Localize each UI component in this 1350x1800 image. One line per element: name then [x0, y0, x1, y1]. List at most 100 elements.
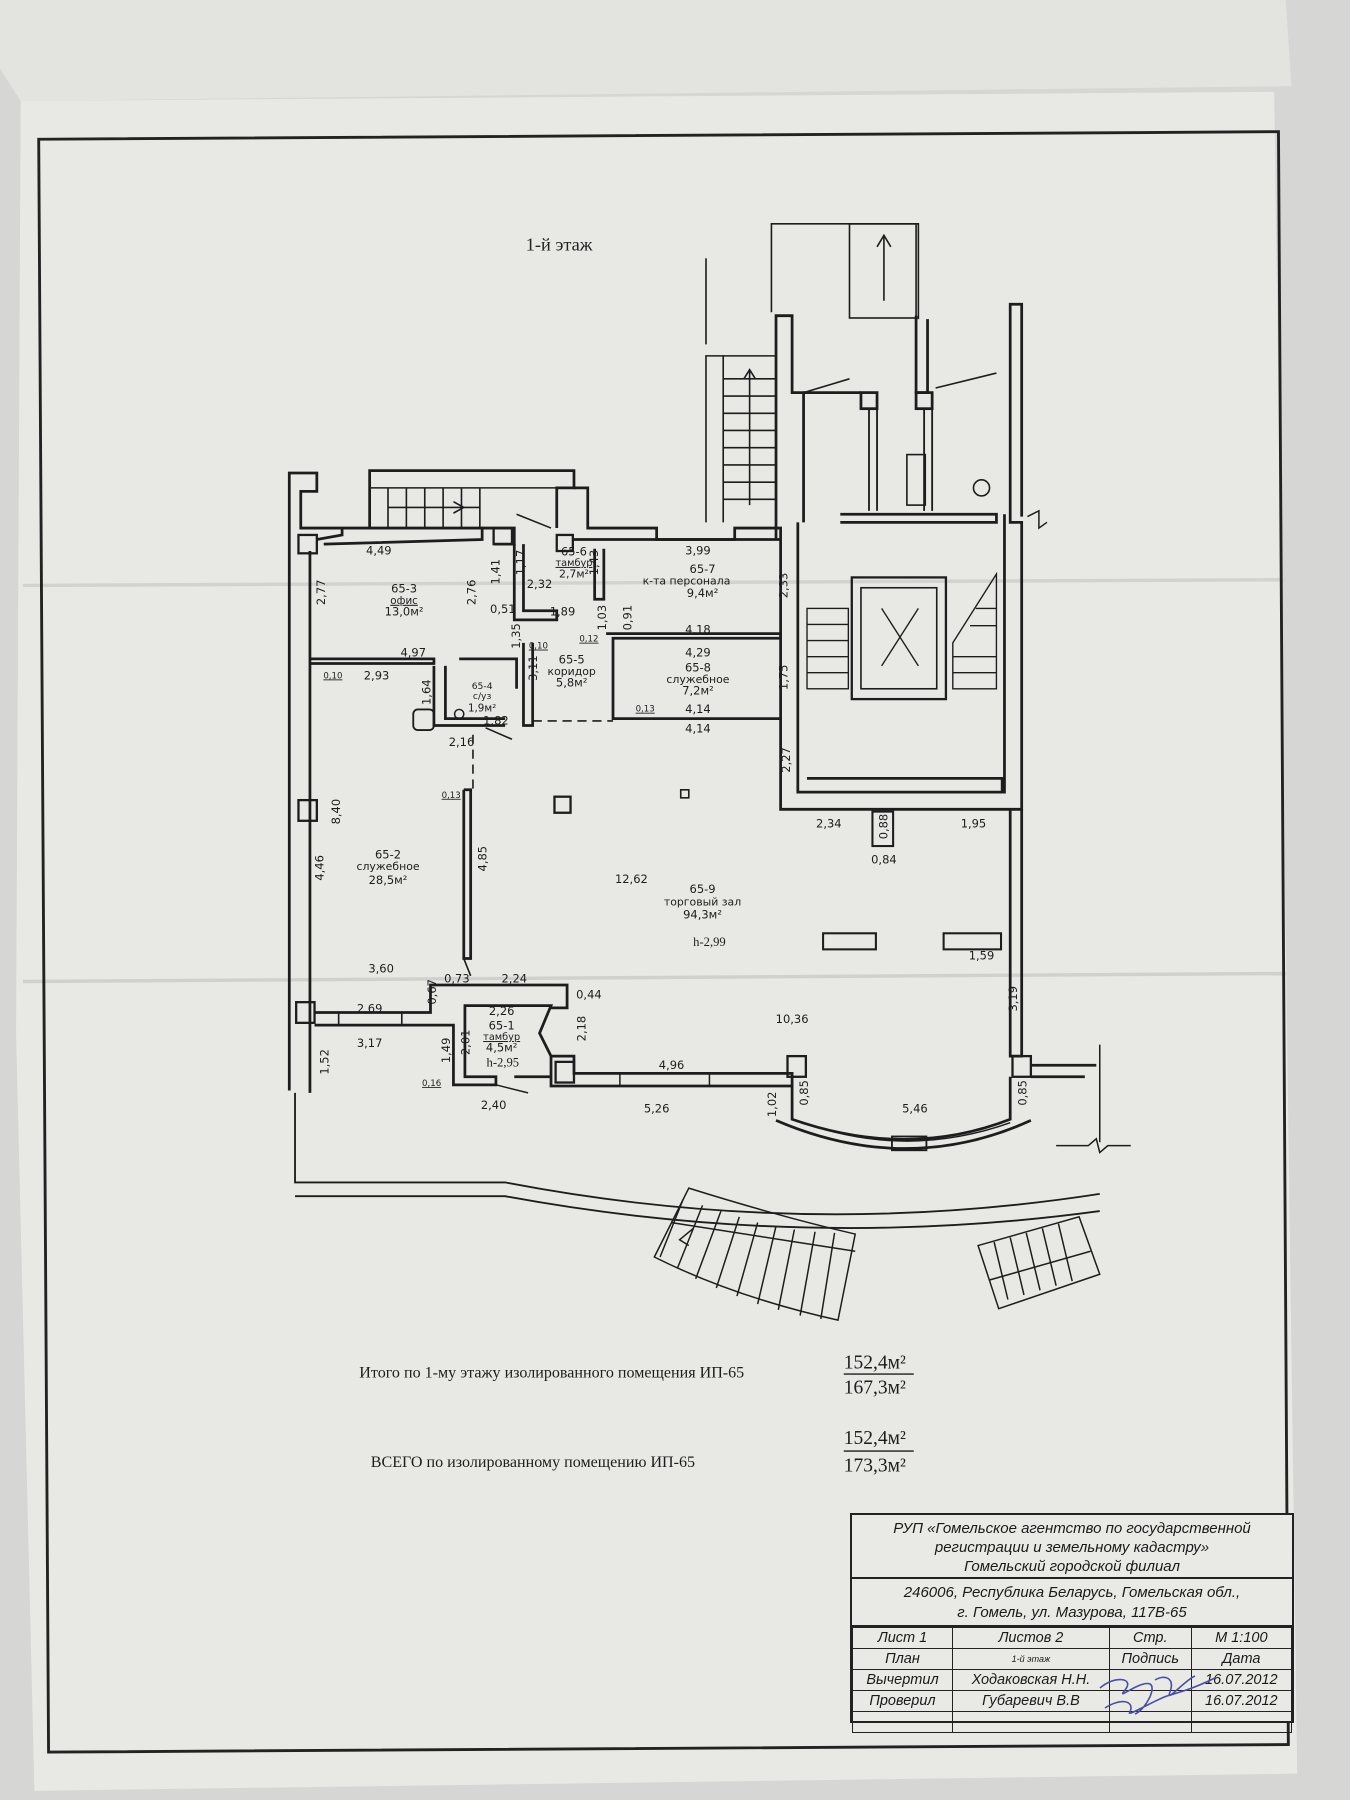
- sheets-total: Листов 2: [951, 1627, 1110, 1649]
- dimension-label: 0,10: [529, 642, 548, 652]
- total-numerator: 152,4м²: [844, 1352, 906, 1373]
- fold-line: [22, 577, 1286, 588]
- dimension-label: 0,10: [323, 671, 342, 681]
- dimension-label: 0,85: [797, 1080, 811, 1106]
- total-label: ВСЕГО по изолированному помещению ИП-65: [371, 1454, 695, 1471]
- org-line: регистрации и земельному кадастру»: [934, 1539, 1210, 1556]
- dimension-label: 12,62: [615, 872, 648, 886]
- dimension-label: 2,32: [527, 577, 553, 591]
- dimension-label: 3,60: [368, 961, 394, 975]
- room-height: h-2,99: [693, 935, 726, 949]
- dimension-label: 2,27: [779, 747, 793, 773]
- room-area: 13,0м²: [385, 604, 424, 618]
- dimension-label: 4,46: [313, 855, 327, 881]
- room-65-4: 65-4с/уз1,9м²: [468, 681, 496, 715]
- dimension-label: 4,14: [685, 721, 711, 735]
- sheet-number: Лист 1: [852, 1627, 953, 1649]
- walls: [287, 223, 1131, 1322]
- dimension-label: 1,82: [483, 713, 509, 727]
- dimension-label: 0,84: [871, 852, 897, 866]
- room-name: к-та персонала: [643, 574, 731, 587]
- address: 246006, Республика Беларусь, Гомельская …: [852, 1579, 1292, 1627]
- dimension-label: 1,89: [550, 604, 576, 618]
- doc-type: План: [852, 1648, 953, 1670]
- room-id: 65-2: [375, 848, 401, 862]
- total-denominator: 173,3м²: [844, 1456, 906, 1477]
- room-id: 65-5: [559, 653, 585, 667]
- dimension-label: 5,26: [644, 1101, 670, 1115]
- room-id: 65-8: [685, 661, 711, 675]
- dimension-label: 4,14: [685, 702, 711, 716]
- drawn-by: Ходаковская Н.Н.: [951, 1669, 1110, 1691]
- total-label: Итого по 1-му этажу изолированного помещ…: [359, 1365, 744, 1382]
- dimension-label: 2,93: [364, 669, 390, 683]
- room-area: 9,4м²: [687, 586, 719, 600]
- dimension-label: 1,95: [961, 817, 987, 831]
- room-name: служебное: [356, 860, 419, 873]
- room-area: 7,2м²: [682, 684, 714, 698]
- dimension-label: 1,43: [587, 550, 601, 576]
- dimension-label: 4,18: [685, 623, 711, 637]
- dimension-label: 3,99: [685, 543, 711, 557]
- signature-scribble: [1099, 1675, 1216, 1715]
- room-id: 65-4: [472, 681, 493, 692]
- dimension-label: 0,91: [620, 605, 634, 631]
- dimension-label: 1,52: [317, 1049, 331, 1075]
- signature-header: Подпись: [1108, 1648, 1192, 1670]
- date-header: Дата: [1190, 1648, 1293, 1670]
- dimension-label: 1,17: [514, 550, 528, 576]
- title-block-table: Лист 1 Листов 2 Стр. М 1:100 План 1-й эт…: [852, 1627, 1293, 1733]
- room-area: 2,7м²: [559, 567, 589, 580]
- dimension-label: 8,40: [329, 799, 343, 825]
- dimension-label: 1,75: [777, 665, 791, 691]
- room-area: 28,5м²: [369, 873, 408, 887]
- dimension-label: 2,24: [502, 972, 528, 986]
- dimension-label: 2,40: [481, 1098, 507, 1112]
- dimension-label: 0,12: [579, 635, 598, 645]
- dimension-label: 2,77: [314, 580, 328, 606]
- dimension-label: 1,64: [419, 679, 433, 705]
- dimension-label: 3,17: [357, 1036, 383, 1050]
- room-name: коридор: [548, 665, 596, 678]
- org-line: РУП «Гомельское агентство по государстве…: [893, 1520, 1251, 1537]
- room-id: 65-6: [561, 545, 587, 559]
- total-floor-1: Итого по 1-му этажу изолированного помещ…: [359, 1352, 914, 1399]
- room-name: с/уз: [473, 691, 492, 702]
- address-line: г. Гомель, ул. Мазурова, 117В-65: [957, 1604, 1187, 1621]
- dimension-label: 0,51: [490, 602, 516, 616]
- dimension-label: 1,59: [969, 949, 995, 963]
- total-numerator: 152,4м²: [844, 1428, 906, 1449]
- room-name: торговый зал: [664, 896, 741, 909]
- dimension-label: 1,35: [509, 623, 523, 649]
- drawn-date: 16.07.2012: [1190, 1669, 1293, 1691]
- dimension-label: 4,49: [366, 543, 392, 557]
- checked-role: Проверил: [852, 1690, 953, 1712]
- dimension-label: 2,76: [464, 580, 478, 606]
- paper-top-fold: [0, 0, 1292, 102]
- dimension-label: 2,18: [574, 1016, 588, 1042]
- dimension-label: 0,16: [422, 1079, 441, 1089]
- dimension-label: 3,11: [526, 655, 540, 681]
- room-area: 5,8м²: [556, 675, 588, 689]
- checked-by: Губаревич В.В: [951, 1690, 1110, 1712]
- room-name: служебное: [666, 673, 729, 686]
- room-id: 65-9: [690, 882, 716, 896]
- dimension-label: 0,13: [442, 791, 461, 801]
- room-area: 1,9м²: [468, 703, 496, 715]
- room-area: 4,5м²: [486, 1041, 518, 1055]
- room-name: тамбур: [483, 1032, 520, 1043]
- dimension-label: 1,49: [439, 1038, 453, 1064]
- area-totals: Итого по 1-му этажу изолированного помещ…: [359, 1352, 914, 1477]
- organization: РУП «Гомельское агентство по государстве…: [852, 1515, 1292, 1579]
- empty-cell: [1190, 1711, 1293, 1733]
- room-id: 65-3: [391, 581, 417, 595]
- room-id: 65-7: [690, 562, 716, 576]
- dimension-label: 0,73: [444, 972, 470, 986]
